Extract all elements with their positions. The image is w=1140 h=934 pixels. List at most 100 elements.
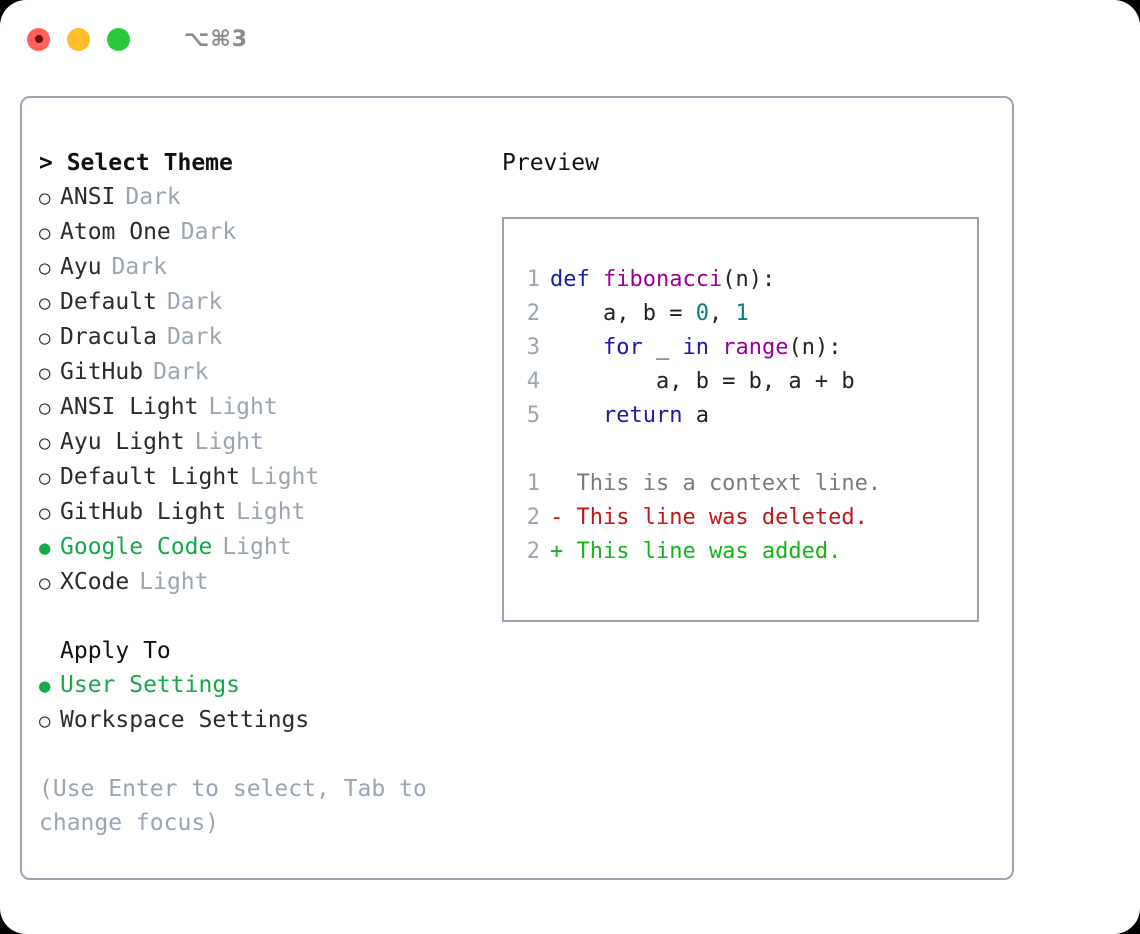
maximize-button[interactable] (107, 27, 130, 51)
theme-option-ayu-light[interactable]: ○ Ayu Light Light (39, 425, 479, 460)
theme-option-label: Ayu Light (60, 429, 185, 455)
diff-line: 1 This is a context line. (514, 467, 973, 501)
theme-option-label: ANSI (60, 184, 116, 210)
keyboard-shortcut-label: ⌥⌘3 (184, 26, 249, 52)
apply-to-option-user-settings[interactable]: ● User Settings (39, 668, 479, 703)
code-line-number: 5 (526, 403, 540, 428)
diff-line-number: 1 (526, 471, 540, 496)
apply-to-header: Apply To (60, 638, 171, 664)
code-token: 1 (735, 301, 749, 326)
code-token: a (682, 403, 709, 428)
code-line: 3 for _ in range(n): (514, 331, 973, 365)
theme-option-label: Dracula (60, 324, 157, 350)
code-token: range (722, 335, 789, 360)
theme-option-label: ANSI Light (60, 394, 199, 420)
code-token (550, 335, 603, 360)
theme-option-atom-one[interactable]: ○ Atom One Dark (39, 215, 479, 250)
code-line-content: a, b = 0, 1 (550, 297, 749, 331)
diff-line-number: 2 (526, 539, 540, 564)
close-button[interactable] (27, 27, 50, 51)
theme-option-variant-tag: Light (139, 569, 209, 595)
theme-option-variant-tag: Light (208, 394, 278, 420)
keyboard-hint-text: (Use Enter to select, Tab to change focu… (39, 776, 441, 836)
code-line: 5 return a (514, 399, 973, 433)
diff-line-content: + This line was added. (550, 539, 842, 564)
radio-unselected-icon: ○ (39, 292, 51, 314)
radio-unselected-icon: ○ (39, 432, 51, 454)
radio-selected-icon: ● (39, 675, 51, 697)
diff-line-content: This is a context line. (550, 471, 882, 496)
preview-title: Preview (502, 150, 599, 176)
code-token: 0 (695, 301, 709, 326)
theme-option-label: Ayu (60, 254, 102, 280)
theme-option-ayu[interactable]: ○ Ayu Dark (39, 250, 479, 285)
radio-unselected-icon: ○ (39, 327, 51, 349)
theme-option-variant-tag: Dark (166, 289, 223, 315)
code-token: return (602, 403, 683, 428)
code-token: def (550, 267, 603, 292)
theme-option-label: Google Code (60, 534, 213, 560)
theme-option-label: Default (60, 289, 157, 315)
radio-selected-icon: ● (39, 537, 51, 559)
theme-option-default[interactable]: ○ Default Dark (39, 285, 479, 320)
code-line-content: def fibonacci(n): (550, 263, 775, 297)
minimize-button[interactable] (67, 27, 90, 51)
radio-unselected-icon: ○ (39, 257, 51, 279)
code-token: for (602, 335, 643, 360)
code-token: (n): (722, 267, 776, 292)
radio-unselected-icon: ○ (39, 710, 51, 732)
theme-option-label: GitHub (60, 359, 144, 385)
theme-list-header: > Select Theme (39, 150, 233, 176)
theme-option-variant-tag: Light (250, 464, 320, 490)
code-token: a, b = b, a + b (550, 369, 855, 394)
radio-unselected-icon: ○ (39, 362, 51, 384)
title-bar: ⌥⌘3 (0, 0, 1140, 78)
diff-line-content: - This line was deleted. (550, 505, 868, 530)
code-token: a, b = (550, 301, 696, 326)
theme-option-variant-tag: Dark (166, 324, 223, 350)
theme-option-variant-tag: Dark (111, 254, 167, 280)
code-line-number: 2 (526, 301, 540, 326)
code-token: fibonacci (602, 267, 723, 292)
theme-option-variant-tag: Light (236, 499, 306, 525)
code-token (709, 335, 722, 360)
apply-to-option-workspace-settings[interactable]: ○ Workspace Settings (39, 703, 479, 738)
code-spacer (514, 433, 973, 467)
window-controls (27, 27, 130, 51)
code-token: (n): (788, 335, 842, 360)
section-spacer (39, 600, 479, 634)
radio-unselected-icon: ○ (39, 467, 51, 489)
theme-option-variant-tag: Light (194, 429, 264, 455)
diff-line-number: 2 (526, 505, 540, 530)
apply-to-option-list: ● User Settings ○ Workspace Settings (39, 668, 479, 738)
theme-option-label: GitHub Light (60, 499, 227, 525)
code-line-content: a, b = b, a + b (550, 365, 855, 399)
code-line: 2 a, b = 0, 1 (514, 297, 973, 331)
code-token: in (682, 335, 709, 360)
diff-line: 2 - This line was deleted. (514, 501, 973, 535)
code-line-number: 3 (526, 335, 540, 360)
theme-option-variant-tag: Dark (180, 219, 237, 245)
theme-option-label: Default Light (60, 464, 241, 490)
code-token: , (708, 301, 736, 326)
apply-to-option-label: Workspace Settings (60, 707, 310, 733)
theme-option-default-light[interactable]: ○ Default Light Light (39, 460, 479, 495)
theme-option-dracula[interactable]: ○ Dracula Dark (39, 320, 479, 355)
code-line-content: for _ in range(n): (550, 331, 841, 365)
apply-to-option-label: User Settings (60, 672, 241, 698)
radio-unselected-icon: ○ (39, 222, 51, 244)
theme-option-label: Atom One (60, 219, 171, 245)
